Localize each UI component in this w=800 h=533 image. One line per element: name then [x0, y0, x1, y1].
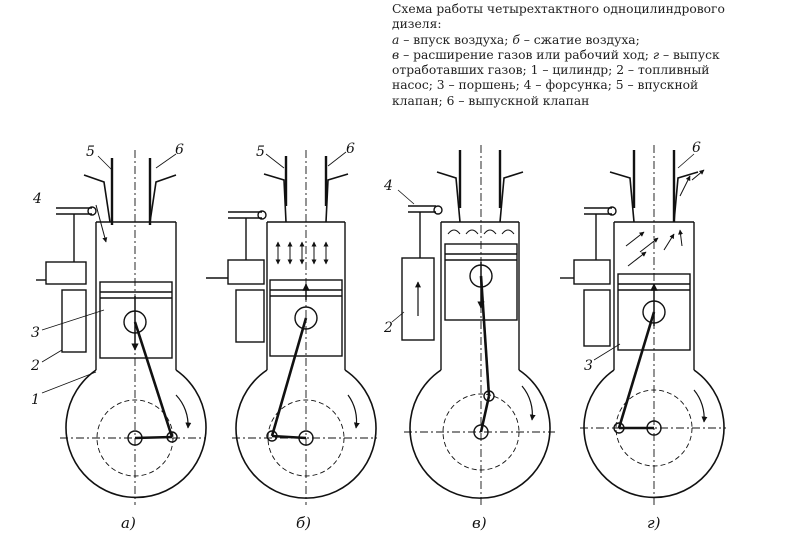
label-a-5: 5	[86, 144, 95, 160]
panel-b	[206, 150, 377, 505]
caption-text-b: – сжатие воздуха;	[519, 32, 640, 47]
panel-letter-a: а)	[121, 514, 136, 532]
panel-letter-g: г)	[647, 514, 661, 532]
panel-a	[36, 150, 207, 505]
crankcase-a	[65, 369, 207, 499]
panel-letter-b: б)	[296, 514, 311, 532]
caption-line3: а – впуск воздуха; б – сжатие воздуха;	[392, 33, 792, 48]
caption-line5: отработавших газов; 1 – цилиндр; 2 – топ…	[392, 63, 710, 78]
caption-text-g: – выпуск	[659, 47, 720, 62]
caption-title-line1: Схема работы четырехтактного одноцилиндр…	[392, 2, 725, 16]
panel-v	[391, 145, 555, 505]
caption-key-a: а	[392, 32, 400, 47]
label-b-5: 5	[256, 144, 265, 160]
label-v-4: 4	[383, 178, 393, 194]
label-b-6: 6	[346, 141, 355, 157]
label-v-2: 2	[383, 320, 393, 336]
label-a-1: 1	[31, 392, 40, 408]
panel-letter-v: в)	[472, 514, 487, 532]
panel-g	[560, 145, 726, 505]
caption-line6: насос; 3 – поршень; 4 – форсунка; 5 – вп…	[392, 78, 699, 93]
piston-a	[99, 281, 173, 359]
label-a-3: 3	[31, 325, 40, 341]
caption-title-line2: дизеля:	[392, 17, 442, 32]
caption-line7: клапан; 6 – выпускной клапан	[392, 93, 590, 108]
label-g-6: 6	[692, 140, 701, 156]
caption-key-g: г	[652, 47, 660, 62]
label-a-2: 2	[30, 358, 40, 374]
figure-caption: Схема работы четырехтактного одноцилиндр…	[392, 2, 792, 109]
caption-key-b: б	[512, 32, 520, 47]
caption-text-a: – впуск воздуха;	[399, 32, 513, 47]
label-a-4: 4	[32, 191, 42, 207]
label-g-3: 3	[584, 358, 593, 374]
label-a-6: 6	[175, 142, 184, 158]
caption-text-v: – расширение газов или рабочий ход;	[399, 47, 653, 62]
caption-line4: в – расширение газов или рабочий ход; г …	[392, 48, 792, 63]
caption-key-v: в	[392, 47, 400, 62]
